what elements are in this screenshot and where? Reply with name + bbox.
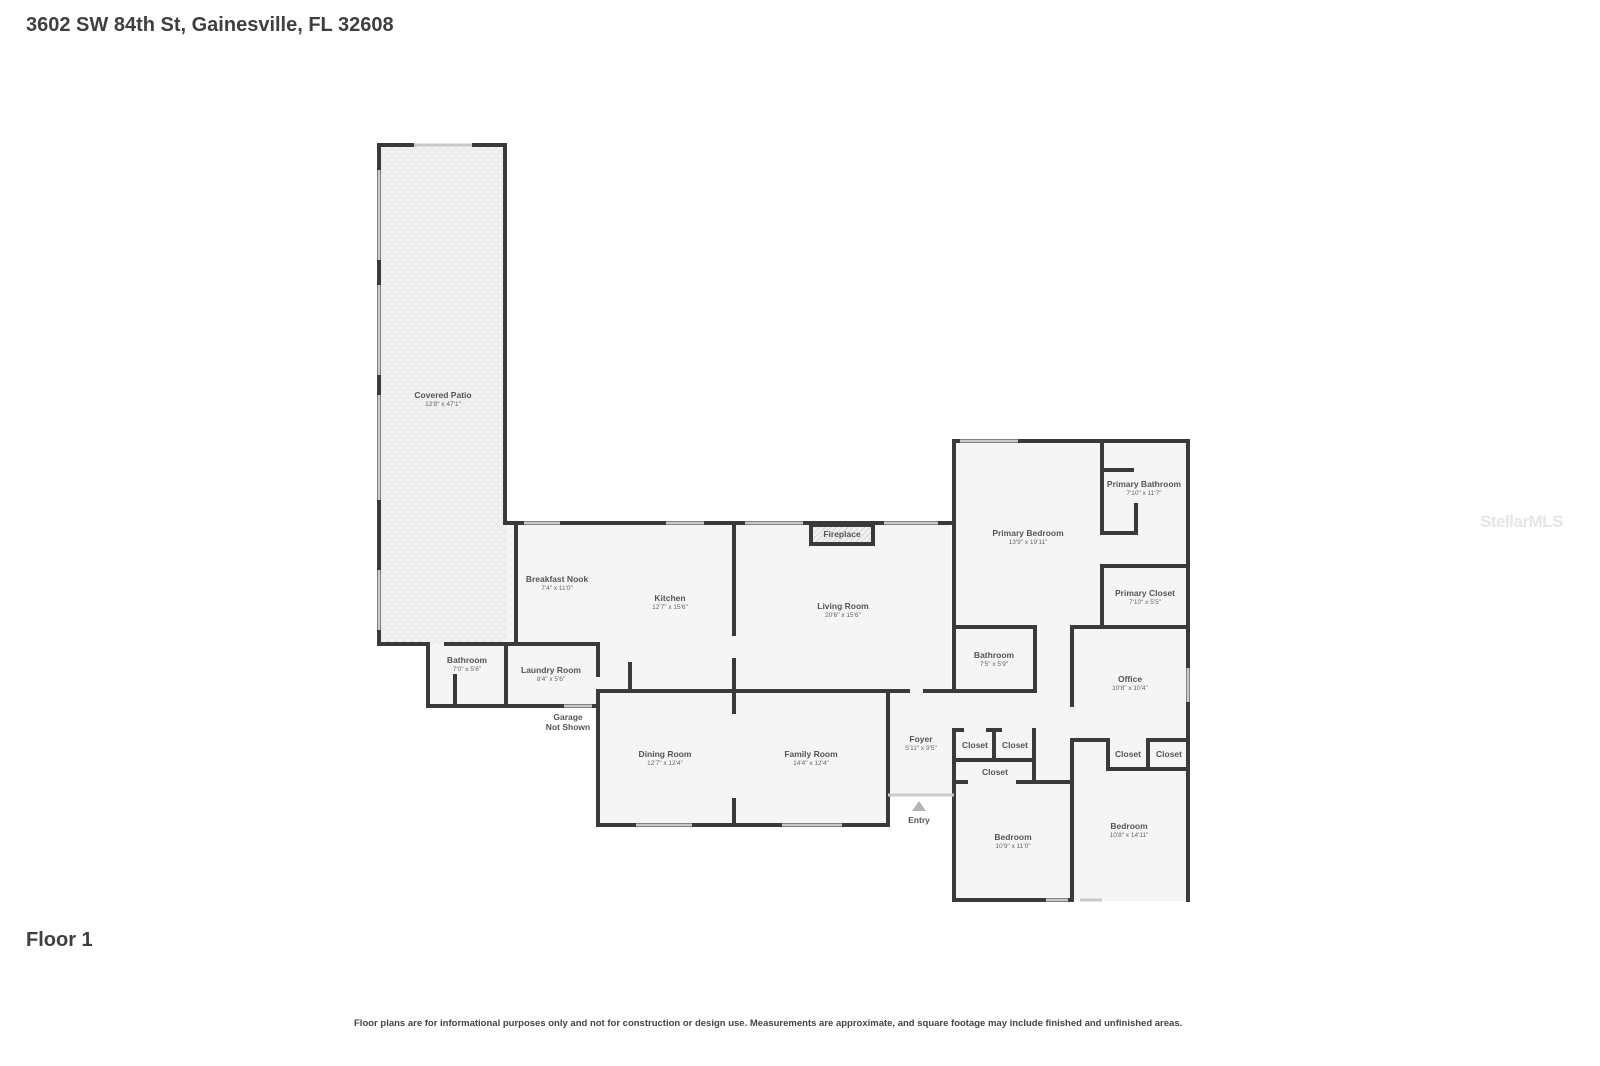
room-dimensions: 13'9" x 19'11" xyxy=(1008,539,1048,546)
room-dimensions: 7'10" x 5'5" xyxy=(1128,599,1162,606)
room-dimensions: 10'8" x 10'4" xyxy=(1112,685,1148,692)
room-dimensions: 12'8" x 47'1" xyxy=(425,401,461,408)
room-name: Covered Patio xyxy=(414,390,472,400)
disclaimer: Floor plans are for informational purpos… xyxy=(354,1018,1183,1029)
walls xyxy=(377,143,1190,902)
fireplace-label: Fireplace xyxy=(823,529,861,539)
entry-arrow-icon xyxy=(912,801,926,811)
closet-label: Closet xyxy=(1115,749,1141,759)
room-dimensions: 10'8" x 14'11" xyxy=(1109,832,1149,839)
closet-label: Closet xyxy=(1002,740,1028,750)
room-name: Foyer xyxy=(909,734,933,744)
room-name: Bedroom xyxy=(1110,821,1148,831)
room-dimensions: 5'11" x 9'5" xyxy=(905,745,937,752)
room-name: Office xyxy=(1117,674,1143,684)
windows xyxy=(377,143,1190,902)
property-address: 3602 SW 84th St, Gainesville, FL 32608 xyxy=(26,14,394,36)
room-dimensions: 10'9" x 11'0" xyxy=(995,843,1031,850)
room-name: Dining Room xyxy=(638,749,692,759)
floor-label: Floor 1 xyxy=(26,929,93,951)
room-dimensions: 14'4" x 12'4" xyxy=(793,760,829,767)
room-dimensions: 7'4" x 11'0" xyxy=(541,585,573,592)
room-name: Primary Bathroom xyxy=(1106,479,1182,489)
room-name: Bathroom xyxy=(446,655,488,665)
room-dimensions: 8'4" x 5'6" xyxy=(536,676,566,683)
room-dimensions: 20'6" x 15'6" xyxy=(825,612,861,619)
closet-label: Closet xyxy=(962,740,988,750)
entry-label: Entry xyxy=(908,815,930,825)
room-dimensions: 12'7" x 12'4" xyxy=(647,760,683,767)
room-name: Living Room xyxy=(817,601,869,611)
room-dimensions: 7'5" x 5'9" xyxy=(979,661,1009,668)
garage-note: Garage Not Shown xyxy=(545,712,591,732)
room-name: Family Room xyxy=(784,749,838,759)
room-dimensions: 7'0" x 5'6" xyxy=(452,666,482,673)
watermark: StellarMLS xyxy=(1480,512,1563,531)
room-name: Bathroom xyxy=(973,650,1015,660)
room-name: Primary Bedroom xyxy=(992,528,1064,538)
room-dimensions: 12'7" x 15'6" xyxy=(652,604,688,611)
room-name: Kitchen xyxy=(654,593,686,603)
closet-label: Closet xyxy=(982,767,1008,777)
room-name: Primary Closet xyxy=(1115,588,1175,598)
closet-label: Closet xyxy=(1156,749,1182,759)
room-dimensions: 7'10" x 11'7" xyxy=(1126,490,1162,497)
room-name: Laundry Room xyxy=(521,665,581,675)
room-name: Breakfast Nook xyxy=(525,574,589,584)
room-name: Bedroom xyxy=(994,832,1032,842)
